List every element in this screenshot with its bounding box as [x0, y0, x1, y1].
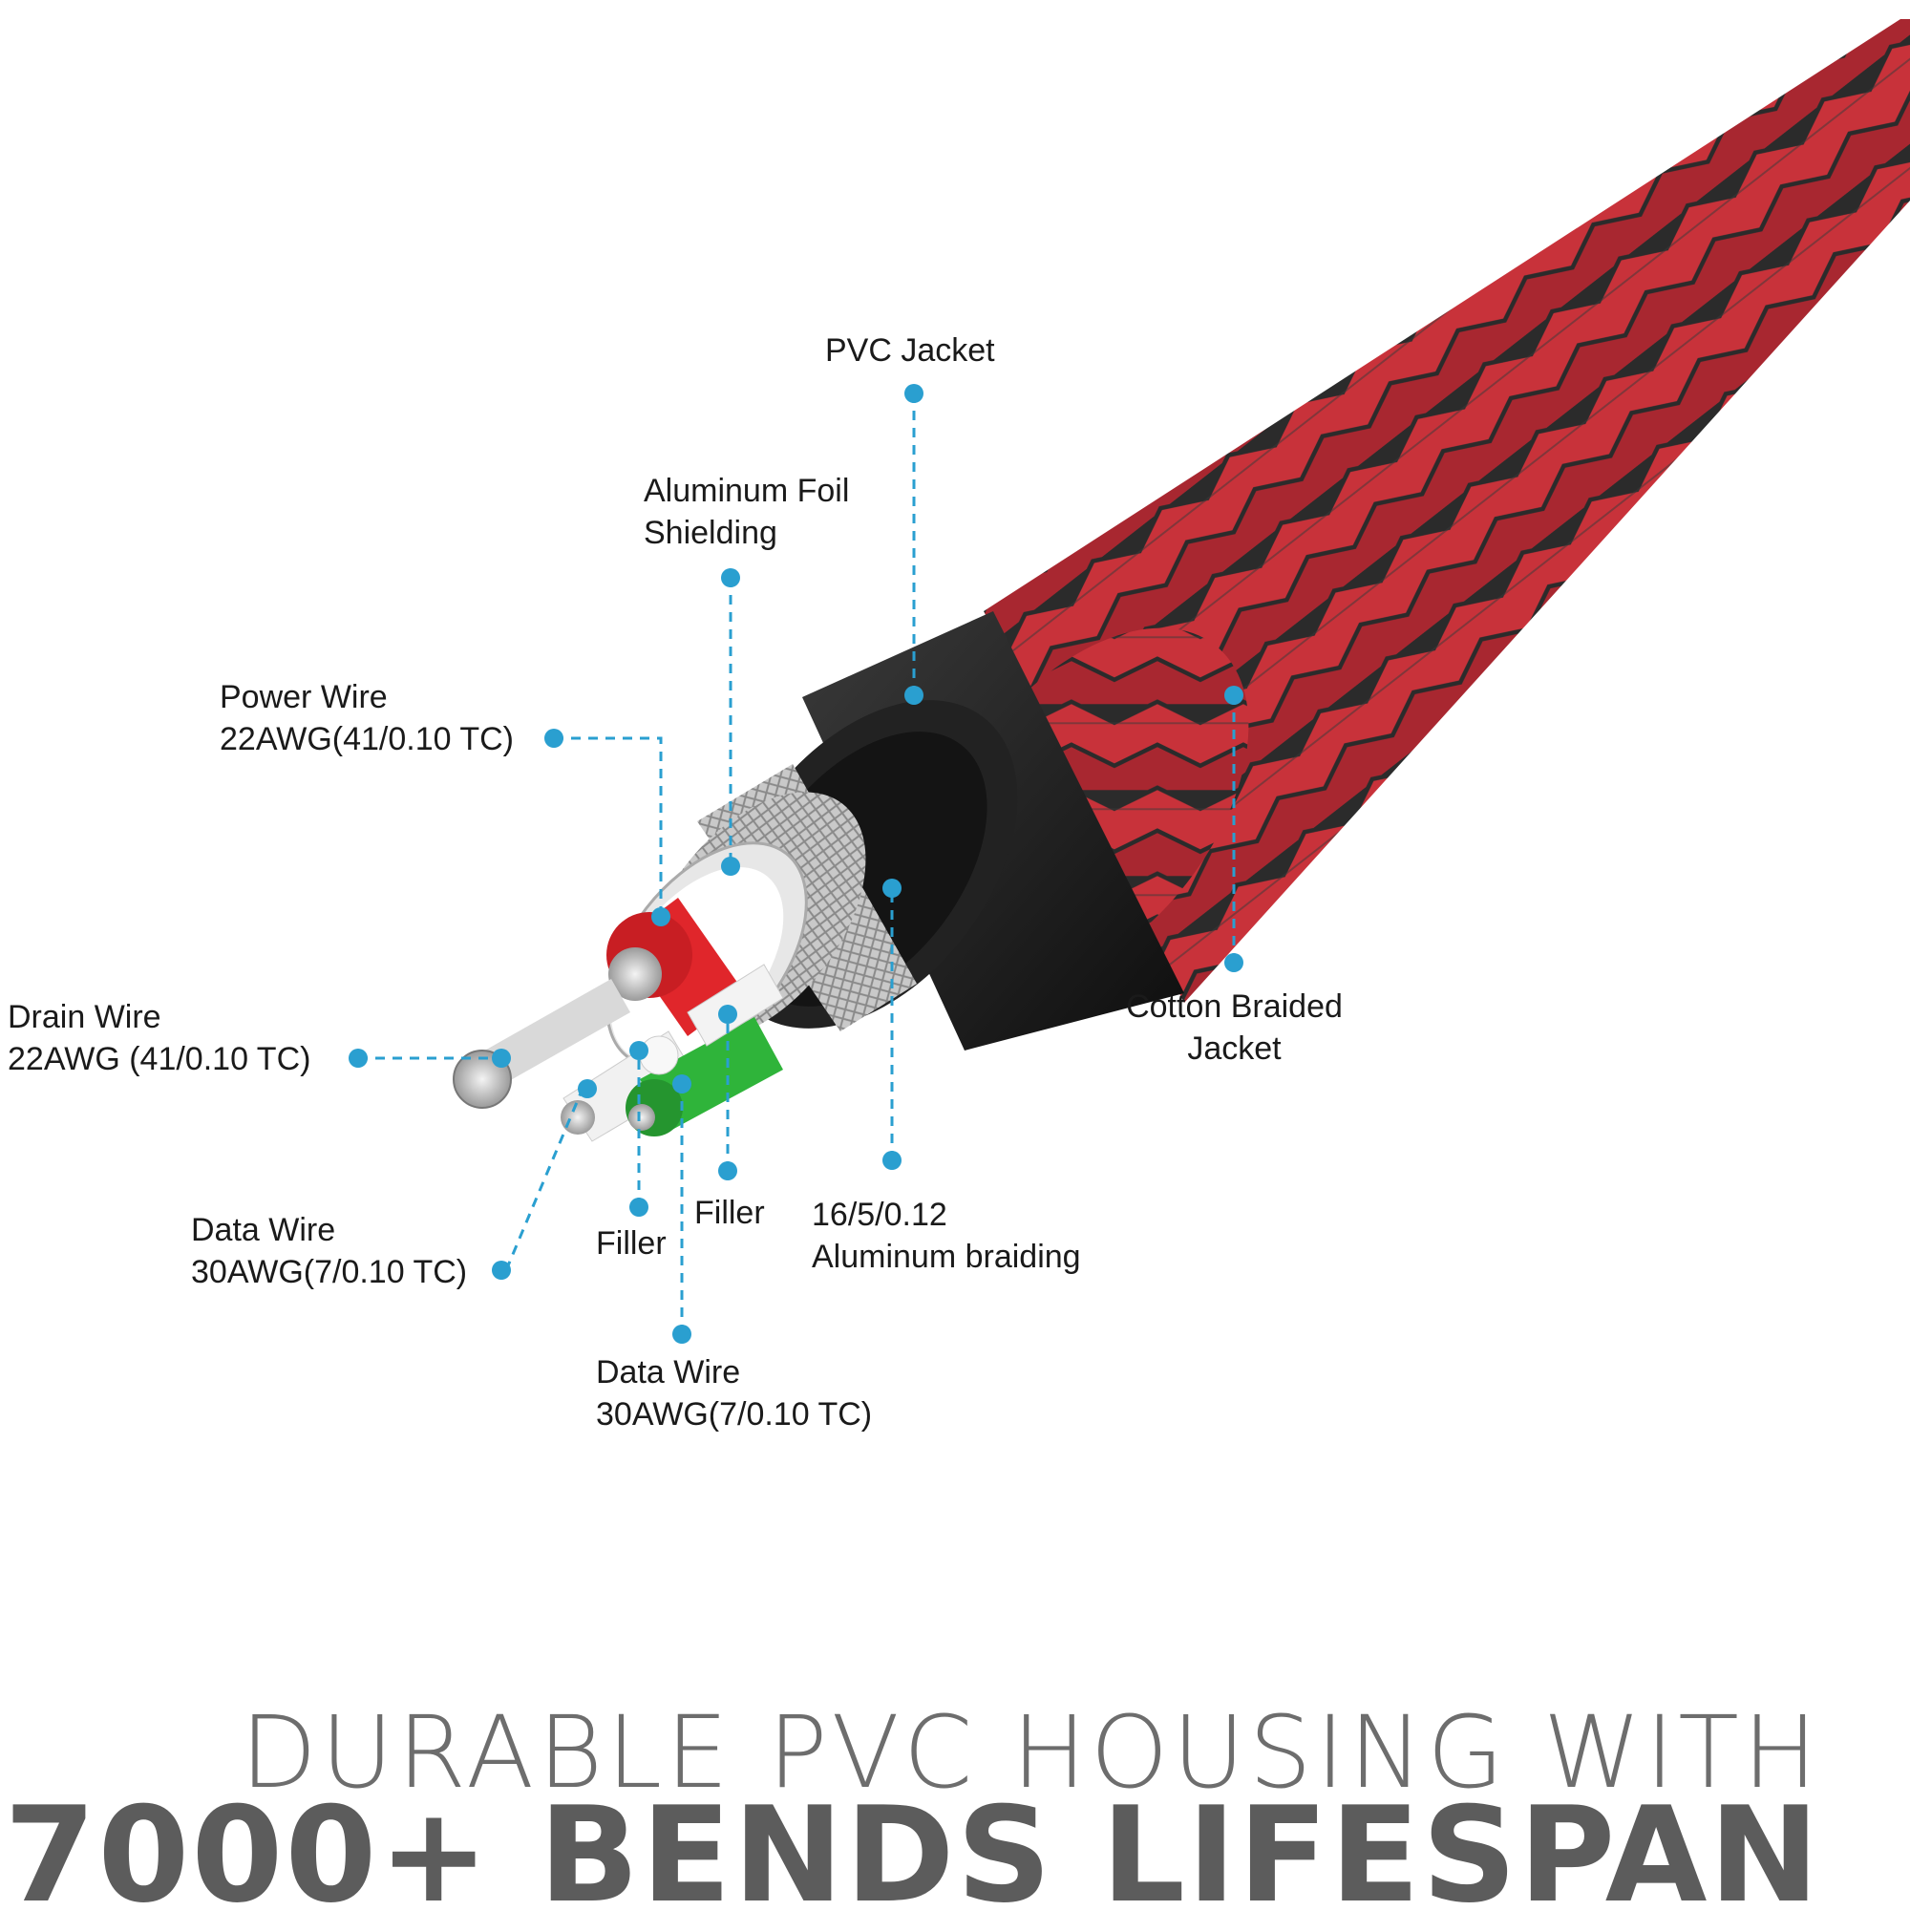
callout-dot: [578, 1079, 597, 1098]
callout-lines: [358, 393, 1236, 1334]
headline-line-2: 7000+ BENDS LIFESPAN: [4, 1778, 1821, 1932]
callout-dot: [492, 1049, 511, 1068]
label-filler-right: Filler: [694, 1195, 765, 1231]
label-aluminum-braiding: 16/5/0.12 Aluminum braiding: [812, 1197, 1081, 1275]
label-filler-left: Filler: [596, 1225, 667, 1262]
callout-dot: [651, 907, 670, 926]
callout-dot: [492, 1261, 511, 1280]
callout-dot: [629, 1198, 648, 1217]
callout-dot: [718, 1005, 737, 1024]
callout-dot: [1224, 686, 1243, 705]
label-power-wire: Power Wire 22AWG(41/0.10 TC): [220, 679, 515, 757]
label-drain-wire: Drain Wire 22AWG (41/0.10 TC): [8, 999, 311, 1077]
callout-dot: [882, 879, 902, 898]
callout-dot: [718, 1161, 737, 1180]
label-data-wire-bottom: Data Wire 30AWG(7/0.10 TC): [596, 1354, 873, 1433]
callout-dot: [629, 1041, 648, 1060]
callout-dot: [721, 857, 740, 876]
callout-dot: [672, 1325, 691, 1344]
callout-dot: [721, 568, 740, 587]
callout-dots: [349, 384, 1243, 1344]
headline-line-1: DURABLE PVC HOUSING WITH: [240, 1694, 1821, 1811]
label-aluminum-foil: Aluminum Foil Shielding: [644, 473, 850, 551]
callout-dot: [882, 1151, 902, 1170]
label-pvc-jacket: PVC Jacket: [825, 332, 995, 369]
label-cotton-braided-jacket: Cotton Braided Jacket: [1126, 988, 1343, 1067]
inner-conductors: [453, 898, 784, 1142]
callout-dot: [672, 1074, 691, 1093]
callout-dot: [1224, 953, 1243, 972]
callout-dot: [544, 729, 563, 748]
label-data-wire-left: Data Wire 30AWG(7/0.10 TC): [191, 1212, 468, 1290]
callout-dot: [349, 1049, 368, 1068]
callout-dot: [904, 384, 923, 403]
callout-dot: [904, 686, 923, 705]
